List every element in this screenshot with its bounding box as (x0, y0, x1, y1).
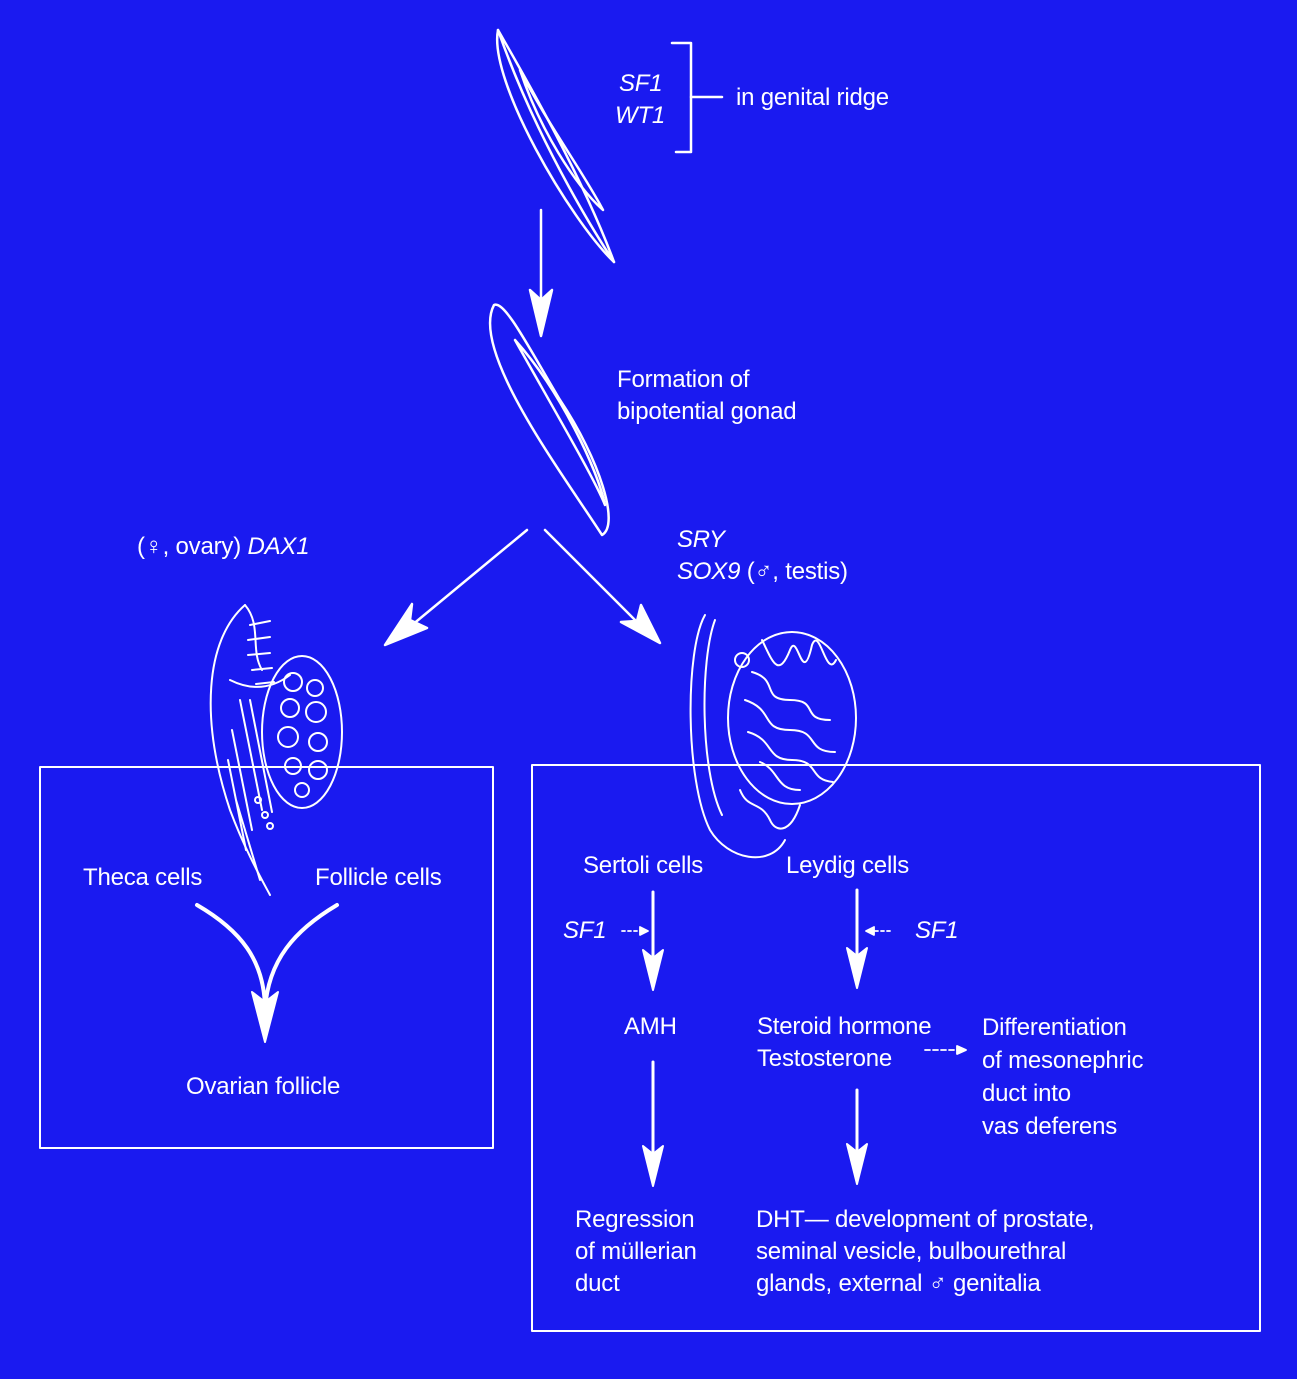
sf1-left-small-arrow (621, 926, 649, 936)
label-testis-suffix: (♂, testis) (746, 558, 848, 585)
female-box (39, 766, 494, 1149)
label-female-gene: (♀, ovary) DAX1 (137, 531, 310, 563)
label-genital-ridge: in genital ridge (736, 84, 889, 111)
label-amh: AMH (624, 1013, 677, 1040)
label-leydig-cells: Leydig cells (786, 852, 910, 879)
label-sf1-top: SF1 (619, 70, 663, 97)
label-theca-cells: Theca cells (83, 864, 203, 891)
label-follicle-cells: Follicle cells (315, 864, 442, 891)
label-dht-3: glands, external ♂ genitalia (756, 1270, 1041, 1297)
label-ovarian-follicle: Ovarian follicle (186, 1073, 341, 1100)
arrow-steroid-to-dht (846, 1088, 868, 1185)
label-male-gene: SOX9 (♂, testis) (677, 556, 848, 588)
arrow-amh-to-regression (642, 1060, 664, 1187)
label-formation-line2: bipotential gonad (617, 398, 797, 425)
arrow-ridge-to-gonad (528, 208, 554, 338)
label-sry: SRY (677, 526, 725, 553)
testis-drawing (689, 614, 857, 859)
label-differentiation-3: duct into (982, 1080, 1071, 1107)
arrow-leydig-to-steroid (846, 888, 868, 989)
genital-ridge-bracket (670, 41, 724, 154)
label-differentiation-2: of mesonephric (982, 1047, 1144, 1074)
genital-ridge-drawing (495, 28, 616, 264)
sf1-right-small-arrow (865, 926, 891, 936)
label-differentiation-1: Differentiation (982, 1014, 1127, 1041)
label-sertoli-cells: Sertoli cells (583, 852, 704, 879)
label-sf1-left: SF1 (563, 917, 607, 944)
label-wt1-top: WT1 (615, 102, 666, 129)
label-dax1: DAX1 (247, 533, 310, 560)
label-sf1-right: SF1 (915, 917, 959, 944)
label-ovary-prefix: (♀, ovary) (137, 533, 242, 560)
label-steroid-hormone: Steroid hormone (757, 1013, 932, 1040)
label-dht-2: seminal vesicle, bulbourethral (756, 1238, 1067, 1265)
ovary-drawing (209, 604, 343, 896)
label-sox9: SOX9 (677, 558, 741, 585)
male-box (531, 764, 1261, 1332)
label-regression-2: of müllerian (575, 1238, 697, 1265)
label-testosterone: Testosterone (757, 1045, 893, 1072)
arrow-sertoli-to-amh (642, 890, 664, 991)
label-formation-line1: Formation of (617, 366, 750, 393)
bipotential-gonad-drawing (488, 303, 610, 537)
label-regression-1: Regression (575, 1206, 695, 1233)
testosterone-to-differentiation-arrow (924, 1045, 967, 1055)
label-differentiation-4: vas deferens (982, 1113, 1118, 1140)
label-dht-1: DHT— development of prostate, (756, 1206, 1095, 1233)
arrow-to-ovary (383, 528, 529, 647)
female-converging-arrows (195, 903, 339, 1043)
label-regression-3: duct (575, 1270, 620, 1297)
arrow-to-testis (543, 528, 662, 645)
